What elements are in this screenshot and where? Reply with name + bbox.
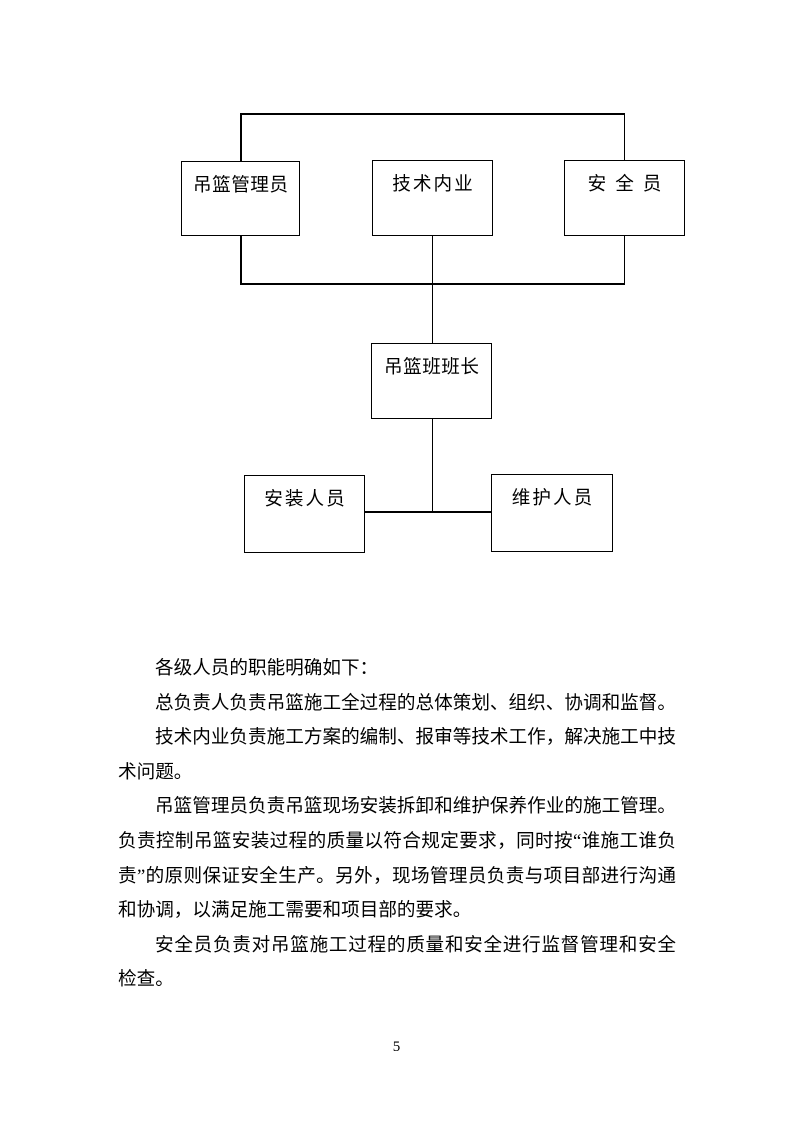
org-box-label: 安全员 <box>587 174 671 195</box>
connector-middle-lower <box>431 419 433 512</box>
page-number: 5 <box>392 1039 401 1055</box>
org-box-label: 技术内业 <box>392 174 475 195</box>
body-text: 各级人员的职能明确如下： 总负责人负责吊篮施工全过程的总体策划、组织、协调和监督… <box>118 652 676 998</box>
text-line: 术问题。 <box>118 761 193 783</box>
org-box-label: 安装人员 <box>264 489 347 510</box>
org-box-label: 吊篮管理员 <box>193 175 289 196</box>
text-line: 责”的原则保证安全生产。另外，现场管理员负责与项目部进行沟通 <box>118 865 676 887</box>
org-box-basket-team-leader: 吊篮班班长 <box>371 343 492 419</box>
text-line: 技术内业负责施工方案的编制、报审等技术工作，解决施工中技 <box>155 727 676 749</box>
text-line: 检查。 <box>118 969 174 991</box>
text-line: 总负责人负责吊篮施工全过程的总体策划、组织、协调和监督。 <box>155 692 676 714</box>
connector-right-bottom-stub <box>623 236 625 283</box>
connector-lower-horizontal <box>365 511 491 513</box>
org-box-label: 维护人员 <box>511 488 595 509</box>
text-line: 和协调，以满足施工需要和项目部的要求。 <box>118 900 472 922</box>
org-box-safety-officer: 安全员 <box>564 160 685 236</box>
connector-left-top-stub <box>240 113 242 161</box>
org-box-basket-manager: 吊篮管理员 <box>181 161 300 236</box>
text-line: 安全员负责对吊篮施工过程的质量和安全进行监督管理和安全 <box>155 934 676 956</box>
org-box-technical-office: 技术内业 <box>372 160 493 236</box>
org-box-installation-staff: 安装人员 <box>244 475 365 553</box>
text-line: 各级人员的职能明确如下： <box>155 658 379 679</box>
connector-middle-upper <box>431 236 433 343</box>
connector-left-bottom-stub <box>240 236 242 283</box>
connector-top-rail <box>240 113 625 115</box>
org-box-maintenance-staff: 维护人员 <box>491 474 613 552</box>
text-line: 负责控制吊篮安装过程的质量以符合规定要求，同时按“谁施工谁负 <box>118 830 676 852</box>
connector-right-top-stub <box>623 113 625 161</box>
org-box-label: 吊篮班班长 <box>384 357 480 378</box>
text-line: 吊篮管理员负责吊篮现场安装拆卸和维护保养作业的施工管理。 <box>155 796 676 818</box>
